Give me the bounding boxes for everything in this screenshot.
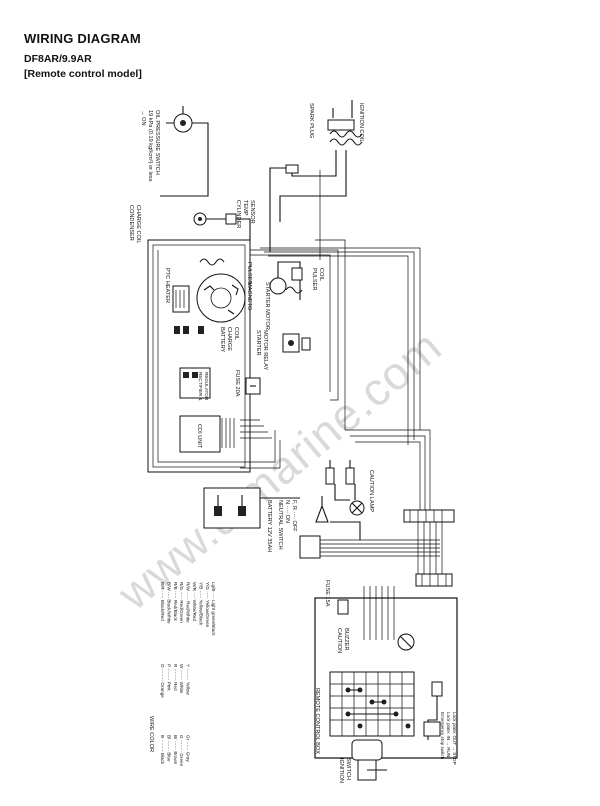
- wire-color-item: G ········ Green: [179, 735, 184, 767]
- starter-relay-label: STARTER: [255, 330, 261, 356]
- ignition-coil: SPARK PLUG IGNITION COIL: [269, 100, 364, 252]
- starter-motor: STARTER MOTOR PULSER COIL: [264, 261, 324, 330]
- wire-color-item: W ······· White: [179, 664, 184, 694]
- fuse-20a-label: FUSE 20A: [234, 370, 240, 397]
- caution-buzzer-label: CAUTION: [336, 628, 342, 653]
- wire-color-item: B ········ Black: [160, 735, 165, 765]
- wire-color-item: Lg/B ···· Light green/Black: [211, 582, 216, 636]
- wire-color-item: R/W ····· Red/White: [186, 582, 191, 623]
- cylinder-temp-sensor: CYLINDER TEMP SENSOR: [193, 200, 255, 240]
- wire-color-item: Y/G ····· Yellow/Green: [205, 582, 210, 628]
- pulser-label: PULSER: [311, 268, 317, 290]
- wire-color-item: B/R ····· Black/Red: [160, 582, 165, 621]
- wire-color-item: O ········ Orange: [160, 664, 165, 698]
- cdi-unit: CDI UNIT: [179, 415, 235, 453]
- wire-color-item: Bl ······· Blue: [166, 735, 171, 762]
- wire-color-item: P ········ Pink: [166, 664, 171, 691]
- page-title: WIRING DIAGRAM: [24, 31, 141, 46]
- pulser2-label: PULSER: [246, 262, 252, 284]
- starter-relay: STARTER MOTOR RELAY: [255, 330, 311, 370]
- wire-color-item: W/R ···· White/Red: [192, 582, 197, 621]
- oil-pressure-switch: OIL PRESSURE SWITCH 19 kPa (0.19 kgf/cm²…: [140, 106, 209, 197]
- wire-color-item: B/W ···· Black/White: [166, 582, 171, 624]
- watermark: www.dfmarine.com: [107, 320, 451, 621]
- neutral-fr: F, R ···· OFF: [291, 500, 297, 532]
- caution-buzzer-label2: BUZZER: [343, 628, 349, 650]
- remote-control-box: FUSE 15A CAUTION BUZZER REMOTE CONTROL B…: [314, 580, 458, 783]
- model-name: DF8AR/9.9AR: [24, 53, 92, 65]
- wire-color-item: R/B ····· Red/Black: [173, 582, 178, 621]
- charge-coil-label: CHARGE COIL: [135, 205, 141, 244]
- rectifier-label: RECTIFIER &: [198, 372, 203, 401]
- ignition-switch-label: IGNITION: [338, 758, 344, 783]
- wire-color-title: WIRE COLOR: [148, 716, 154, 752]
- fuse-20a: FUSE 20A: [234, 370, 261, 397]
- cyl-temp-label2: TEMP: [242, 200, 248, 216]
- battery-charge-label2: CHARGE: [226, 327, 232, 351]
- neutral-switch: NEUTRAL SWITCH N ···· ON F, R ···· OFF: [277, 496, 361, 550]
- neutral-switch-label: NEUTRAL SWITCH: [277, 500, 283, 550]
- caution-lamp-label: CAUTION LAMP: [368, 470, 374, 512]
- magneto-label: MAGNETO: [246, 282, 252, 311]
- starter-motor-label: STARTER MOTOR: [264, 282, 270, 330]
- lanyard-label3: Lock plate: OUT → STOP: [452, 712, 457, 765]
- pulser-coil-label: COIL: [318, 268, 324, 281]
- battery-label: BATTERY 12V 35AH: [266, 500, 272, 552]
- cyl-temp-label: CYLINDER: [235, 200, 241, 228]
- wire-color-item: R ········ Red: [173, 664, 178, 691]
- caution-lamp: CAUTION LAMP: [325, 460, 374, 516]
- battery-charge-label: BATTERY: [219, 327, 225, 353]
- wire-color-item: Y/B ····· Yellow/Black: [198, 582, 203, 626]
- wire-color-item: Gr ······ Gray: [186, 735, 191, 762]
- rectifier-label2: REGULATOR: [204, 372, 209, 401]
- model-variant: [Remote control model]: [24, 68, 142, 80]
- neutral-n: N ···· ON: [284, 500, 290, 523]
- wire-color-item: Y ········ Yellow: [186, 664, 191, 695]
- wire-color-item: R/G ····· Red/Green: [179, 582, 184, 623]
- ptc-heater: PTC HEATER: [164, 268, 204, 334]
- starter-relay-label2: MOTOR RELAY: [262, 330, 268, 370]
- oil-switch-spec: 19 kPa (0.19 kgf/cm²) or less: [147, 110, 153, 182]
- oil-switch-on: → ON: [140, 110, 146, 126]
- remote-box-label: REMOTE CONTROL BOX: [314, 688, 320, 754]
- ptc-label: PTC HEATER: [164, 268, 170, 303]
- lanyard-label2: Lock plate: IN → RUN: [446, 712, 451, 757]
- cdi-label: CDI UNIT: [196, 424, 202, 449]
- cyl-temp-label3: SENSOR: [249, 200, 255, 224]
- battery: BATTERY 12V 35AH: [203, 487, 300, 552]
- spark-plug-label: SPARK PLUG: [308, 103, 314, 138]
- magneto: MAGNETO PULSER BATTERY CHARGE COIL: [196, 258, 252, 353]
- battery-charge-label3: COIL: [233, 327, 239, 340]
- ignition-coil-label: IGNITION COIL: [358, 103, 364, 142]
- engine-harness: [147, 170, 431, 515]
- lanyard-label1: Emergency stop switch: [440, 712, 445, 760]
- rectifier-regulator: RECTIFIER & REGULATOR: [179, 367, 211, 401]
- oil-switch-label: OIL PRESSURE SWITCH: [154, 110, 160, 175]
- fuse-15a-label: FUSE 15A: [324, 580, 330, 607]
- wire-color-item: Br ······ Brown: [173, 735, 178, 765]
- ignition-switch-label2: SWITCH: [345, 758, 351, 780]
- connector-block: [299, 509, 455, 587]
- condenser-label: CONDENSER: [128, 205, 134, 241]
